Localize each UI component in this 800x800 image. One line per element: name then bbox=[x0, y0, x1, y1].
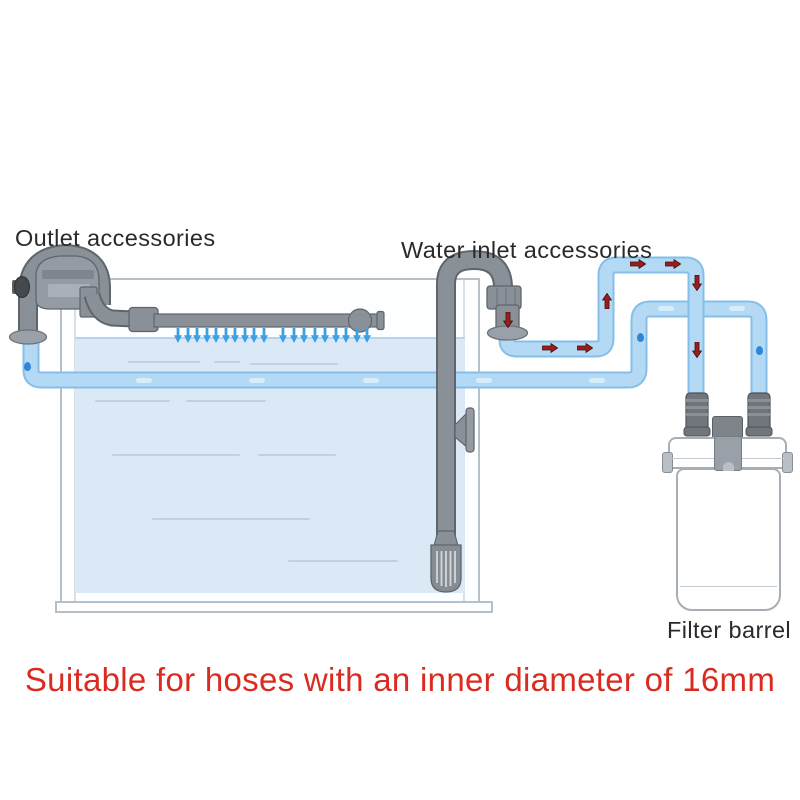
water-drop bbox=[24, 362, 31, 371]
inlet-hose bbox=[498, 256, 705, 398]
hose-mark bbox=[729, 306, 745, 311]
flow-arrow bbox=[577, 343, 593, 353]
barrel-clip-right bbox=[782, 452, 793, 473]
flow-arrow bbox=[692, 342, 702, 358]
water-drop bbox=[637, 333, 644, 342]
flow-arrow bbox=[602, 293, 612, 309]
tank-left-wall bbox=[74, 280, 76, 601]
tank-water bbox=[75, 337, 465, 593]
caption-text: Suitable for hoses with an inner diamete… bbox=[24, 661, 776, 698]
barrel-clip-left bbox=[662, 452, 673, 473]
water-drop bbox=[756, 346, 763, 355]
flow-arrow bbox=[542, 343, 558, 353]
hose-mark bbox=[658, 306, 674, 311]
inlet-label: Water inlet accessories bbox=[401, 237, 653, 263]
outlet-flange bbox=[8, 329, 48, 345]
flow-arrow bbox=[503, 312, 513, 328]
flow-arrow bbox=[692, 275, 702, 291]
barrel-label: Filter barrel bbox=[667, 617, 792, 643]
inlet-union bbox=[486, 285, 522, 310]
barrel-body bbox=[676, 468, 781, 611]
barrel-body-line bbox=[680, 586, 777, 587]
flow-arrow bbox=[665, 259, 681, 269]
hose-connector-right bbox=[745, 392, 773, 437]
tank-base bbox=[55, 601, 493, 613]
inlet-flange bbox=[486, 325, 529, 341]
barrel-clamp-arch bbox=[723, 462, 734, 471]
outlet-screw bbox=[12, 280, 20, 294]
hose-mark bbox=[589, 378, 605, 383]
hose-connector-left bbox=[683, 392, 711, 437]
outlet-label: Outlet accessories bbox=[15, 225, 216, 251]
